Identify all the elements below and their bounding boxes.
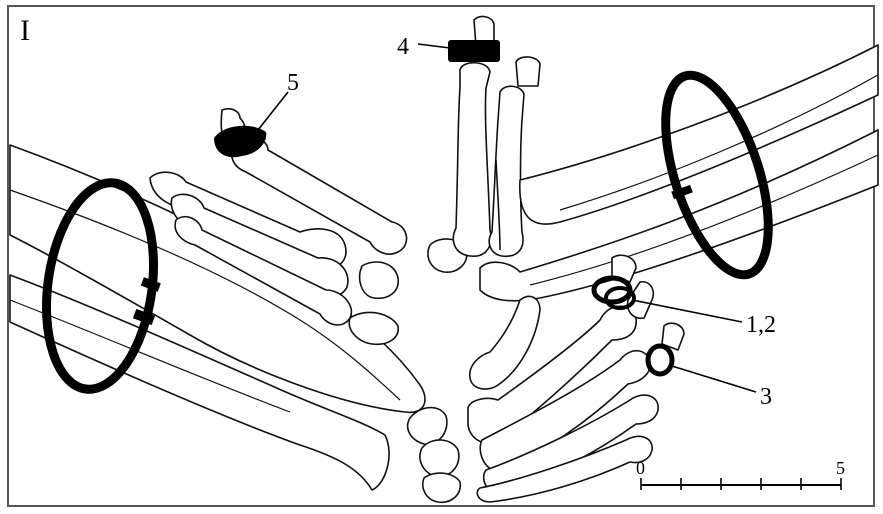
panel-label: I: [20, 14, 30, 47]
label-4: 4: [397, 34, 409, 60]
carpal-bones: [408, 239, 467, 502]
leader-line-4: [418, 44, 450, 48]
leader-line-3: [672, 366, 756, 392]
label-3: 3: [760, 384, 772, 410]
scale-bar: [641, 478, 841, 490]
ring-4: [448, 40, 500, 62]
leader-line-12: [632, 300, 742, 322]
label-1-2: 1,2: [746, 312, 776, 338]
leader-line-5: [258, 92, 288, 130]
scale-start-label: 0: [636, 458, 645, 478]
label-5: 5: [287, 70, 299, 96]
ring-3: [648, 346, 672, 374]
scale-end-label: 5: [836, 458, 845, 478]
